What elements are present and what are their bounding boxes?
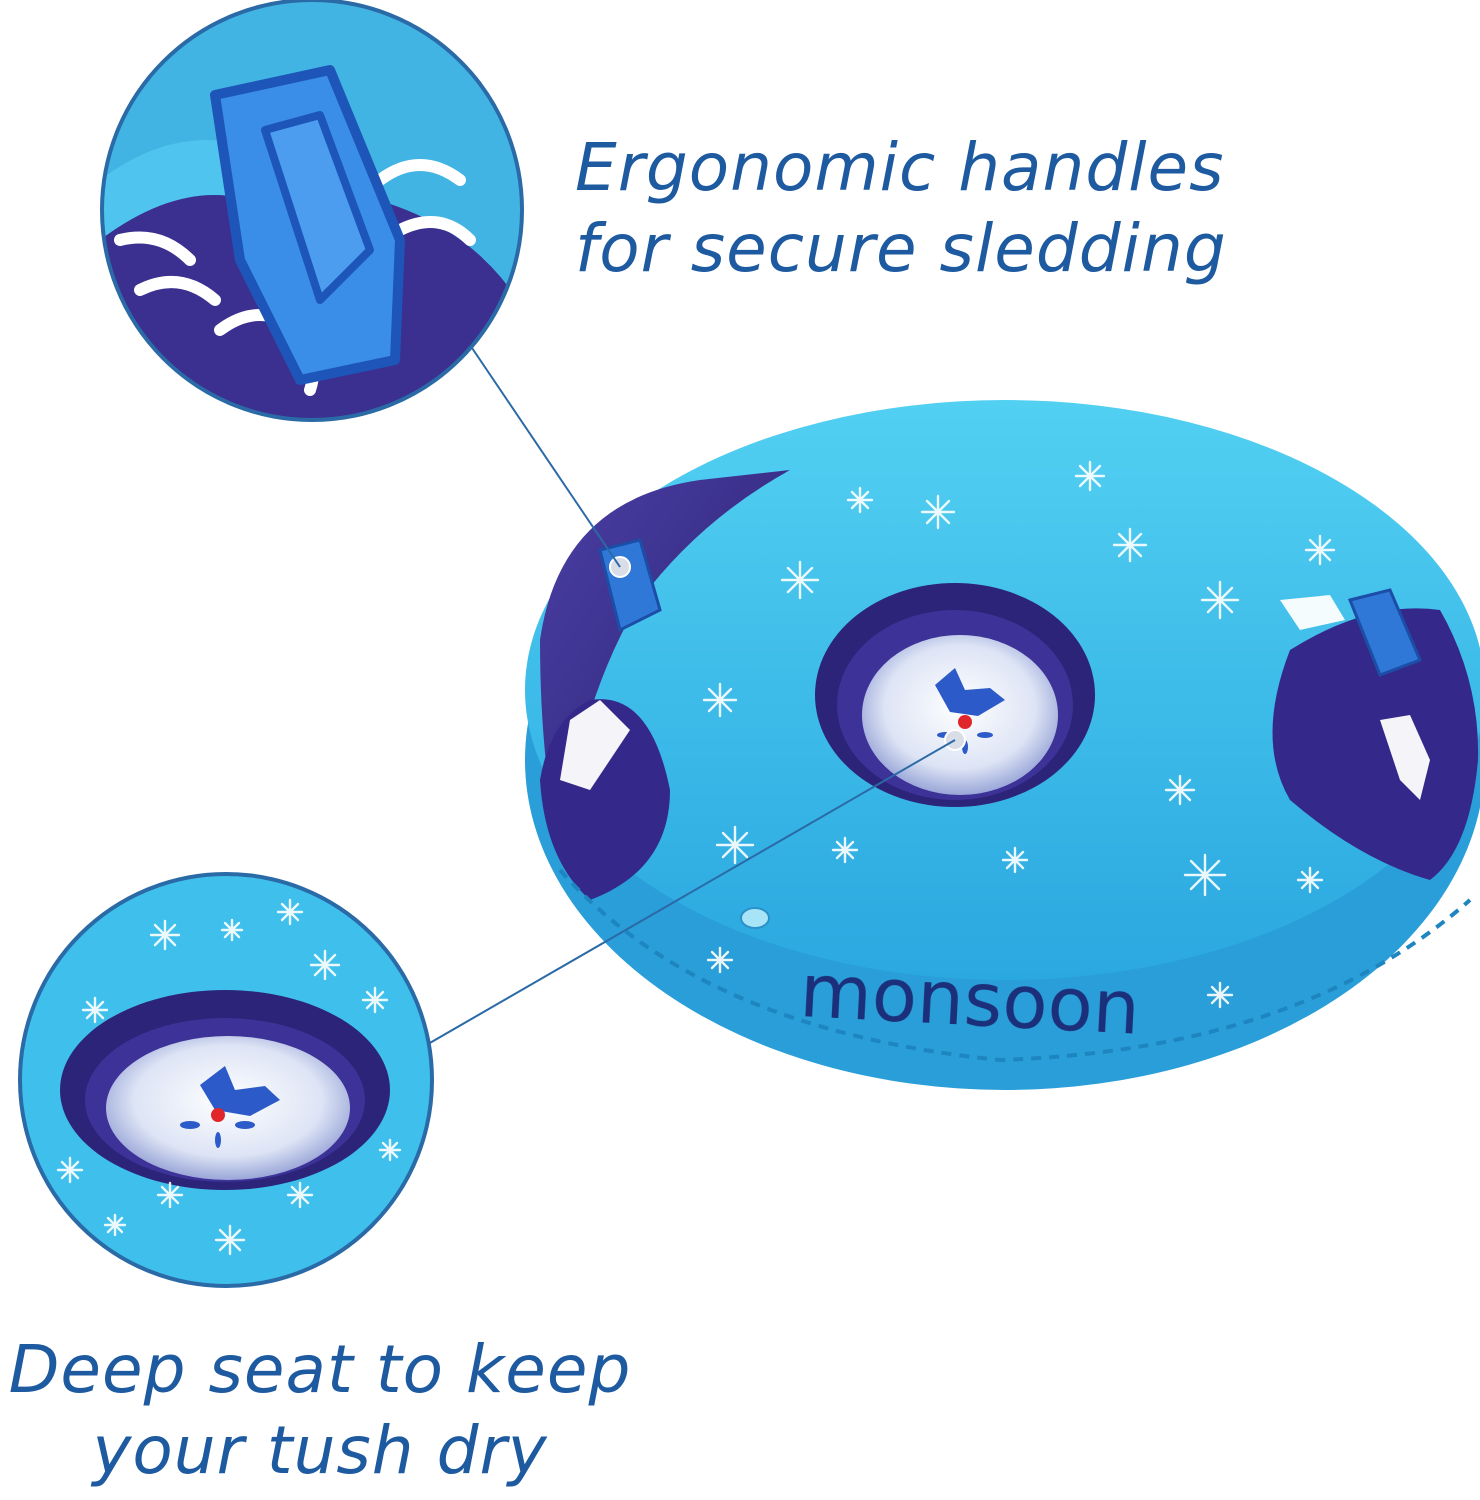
seat-caption: Deep seat to keep your tush dry: [0, 1330, 640, 1491]
handles-callout-line: [469, 344, 621, 568]
snow-tube: [525, 400, 1480, 1090]
seat-caption-line2: your tush dry: [92, 1411, 548, 1489]
seat-caption-line1: Deep seat to keep: [8, 1331, 632, 1408]
handles-caption-line2: for secure sledding: [575, 209, 1227, 287]
seat-zoom-circle: [18, 872, 434, 1288]
handles-caption-line1: Ergonomic handles: [575, 129, 1225, 206]
handle-zoom-circle: [100, 0, 524, 422]
brand-logo-text: monsoon: [797, 948, 1143, 1052]
handles-caption: Ergonomic handles for secure sledding: [575, 128, 1227, 289]
